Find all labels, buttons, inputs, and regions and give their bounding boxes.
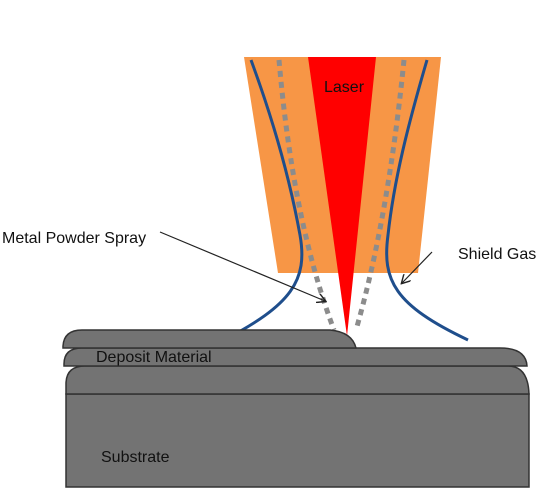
powder-spray-right: [353, 59, 407, 331]
powder-spray-left: [276, 59, 337, 331]
metal-powder-spray-label: Metal Powder Spray: [2, 230, 146, 247]
substrate-block: [65, 393, 530, 488]
shield-gas-label: Shield Gas: [458, 246, 536, 263]
laser-beam: [308, 57, 376, 336]
deposit-layer-1: [62, 329, 357, 349]
laser-label: Laser: [324, 79, 365, 96]
deposit-material-label: Deposit Material: [96, 349, 212, 366]
shield-gas-arrow: [402, 251, 433, 283]
shield-gas-line-left: [221, 59, 304, 343]
deposit-layer-3: [65, 365, 530, 395]
shield-gas-line-right: [385, 59, 469, 342]
metal-powder-spray-arrow: [159, 231, 325, 301]
substrate-label: Substrate: [101, 449, 170, 466]
